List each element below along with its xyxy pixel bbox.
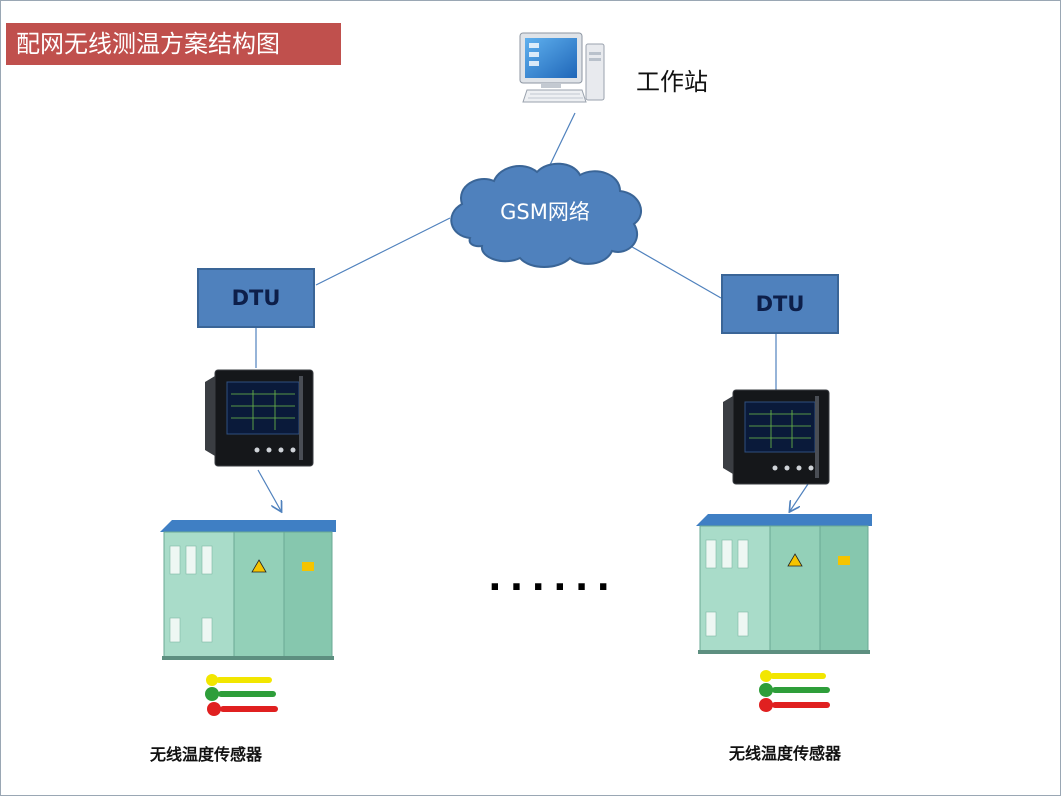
workstation-label: 工作站 [636, 68, 708, 96]
dtu-box-left: DTU [197, 268, 315, 328]
transformer-cabinet-icon [696, 514, 872, 654]
sensor-label-left: 无线温度传感器 [150, 745, 263, 764]
cloud-shape [450, 162, 642, 268]
arrow-display-left-to-cabinet [257, 469, 281, 511]
ellipsis: ...... [488, 558, 619, 599]
sensor-label-right: 无线温度传感器 [729, 744, 842, 763]
temperature-sensor-icon [205, 674, 278, 716]
transformer-cabinet-icon [160, 520, 336, 660]
dtu-box-right: DTU [721, 274, 839, 334]
connector-lines [255, 112, 809, 511]
display-device-icon [723, 389, 830, 485]
line-cloud-to-dtu-right [619, 239, 722, 299]
arrow-display-right-to-cabinet [790, 483, 809, 511]
diagram-title: 配网无线测温方案结构图 [6, 23, 341, 65]
line-workstation-to-cloud [548, 112, 576, 168]
line-cloud-to-dtu-left [315, 217, 451, 286]
temperature-sensor-icon [759, 670, 830, 712]
network-label: GSM网络 [500, 200, 590, 224]
display-device-icon [205, 369, 314, 467]
computer-icon [519, 32, 605, 103]
